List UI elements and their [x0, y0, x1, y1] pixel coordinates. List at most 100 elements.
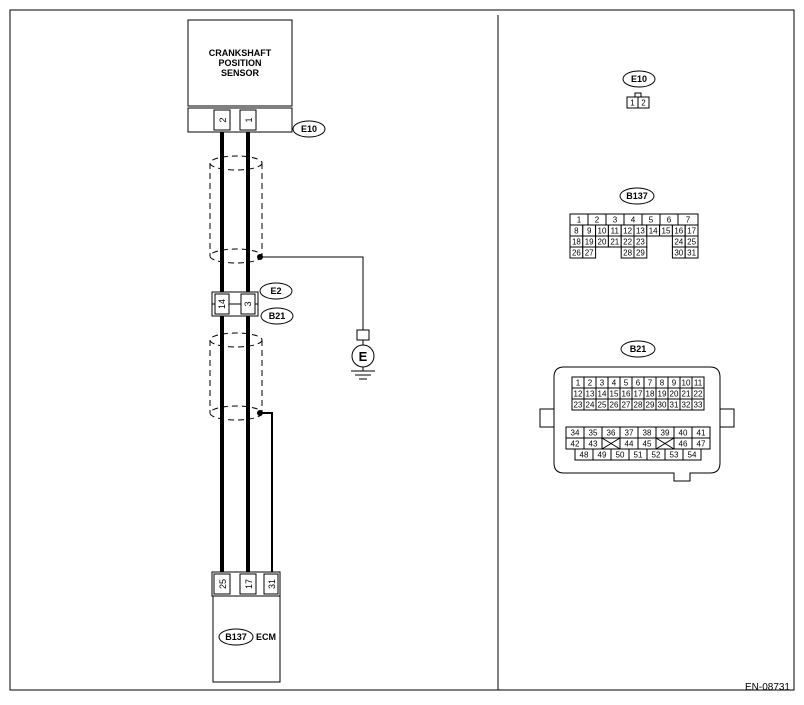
ecm-pin-label: 25: [218, 579, 228, 589]
pin-number: 2: [595, 216, 600, 225]
pin-number: 8: [660, 379, 665, 388]
pin-number: 15: [662, 227, 671, 236]
pin-number: 24: [674, 238, 683, 247]
pin-number: 7: [648, 379, 653, 388]
sensor-pin-label: 2: [218, 117, 228, 122]
pin-number: 18: [646, 390, 655, 399]
pin-number: 20: [670, 390, 679, 399]
pin-number: 30: [674, 249, 683, 258]
pin-number: 25: [598, 401, 607, 410]
pin-number: 31: [670, 401, 679, 410]
pin-number: 1: [576, 379, 581, 388]
pin-number: 21: [682, 390, 691, 399]
pin-number: 40: [679, 429, 688, 438]
pin-number: 15: [610, 390, 619, 399]
pin-number: 8: [574, 227, 579, 236]
reference-code: EN-08731: [745, 682, 790, 693]
pin-cell: [637, 96, 650, 109]
pin-number: 11: [694, 379, 703, 388]
pin-number: 6: [667, 216, 672, 225]
connector-tag-e10-label: E10: [301, 124, 317, 134]
connector-tag-e2: [259, 282, 293, 300]
pin-cell: [582, 246, 597, 259]
pin-number: 49: [598, 451, 607, 460]
pin-number: 30: [658, 401, 667, 410]
pin-number: 29: [636, 249, 645, 258]
pin-number: 38: [643, 429, 652, 438]
sensor-pin-cell: [213, 109, 231, 131]
pin-number: 47: [697, 440, 706, 449]
pin-number: 12: [574, 390, 583, 399]
pin-number: 14: [649, 227, 658, 236]
pin-number: 39: [661, 429, 670, 438]
pin-number: 9: [587, 227, 592, 236]
pin-number: 3: [613, 216, 618, 225]
ecm-label: ECM: [256, 632, 276, 642]
pin-number: 7: [686, 216, 691, 225]
sensor-title-line-2: POSITION: [218, 58, 261, 68]
pin-number: 27: [585, 249, 594, 258]
pin-number: 27: [622, 401, 631, 410]
connector-tag-e2-label: E2: [270, 286, 281, 296]
pin-number: 31: [687, 249, 696, 258]
intermediate-pin-label: 14: [217, 299, 227, 309]
pin-number: 14: [598, 390, 607, 399]
pin-number: 2: [641, 99, 646, 108]
pin-number: 25: [687, 238, 696, 247]
view-tag-e10: [622, 70, 656, 88]
shield-lower: [209, 332, 263, 421]
pin-number: 10: [682, 379, 691, 388]
pin-number: 43: [589, 440, 598, 449]
view-tag-e10-label: E10: [631, 74, 647, 84]
pin-number: 4: [612, 379, 617, 388]
pin-number: 22: [623, 238, 632, 247]
pin-number: 24: [586, 401, 595, 410]
connector-tag-b21: [260, 307, 294, 325]
connector-tag-b21-label: B21: [269, 311, 286, 321]
connector-tag-b137: [218, 628, 254, 646]
pin-number: 45: [643, 440, 652, 449]
ecm-pin-label: 31: [267, 579, 277, 589]
connector-tag-e10: [292, 120, 326, 138]
pin-number: 23: [574, 401, 583, 410]
pin-number: 28: [623, 249, 632, 258]
pin-number: 33: [694, 401, 703, 410]
pin-number: 5: [649, 216, 654, 225]
pin-number: 41: [697, 429, 706, 438]
pin-number: 50: [616, 451, 625, 460]
pin-number: 53: [670, 451, 679, 460]
view-tag-b137-label: B137: [626, 191, 648, 201]
blank-pin-cross: [601, 437, 621, 450]
shield-drain-wire: [260, 412, 273, 572]
pin-number: 6: [636, 379, 641, 388]
pin-number: 54: [688, 451, 697, 460]
blank-pin-cross: [655, 437, 675, 450]
pin-number: 1: [630, 99, 635, 108]
pin-number: 46: [679, 440, 688, 449]
pin-number: 2: [588, 379, 593, 388]
pin-cell: [633, 246, 648, 259]
pin-number: 32: [682, 401, 691, 410]
pin-number: 20: [598, 238, 607, 247]
shield-upper: [209, 155, 263, 264]
sensor-pin-cell: [239, 109, 257, 131]
pin-number: 34: [571, 429, 580, 438]
pin-number: 11: [611, 227, 620, 236]
pin-number: 17: [687, 227, 696, 236]
pin-cell: [684, 246, 699, 259]
pin-number: 22: [694, 390, 703, 399]
pin-number: 23: [636, 238, 645, 247]
pin-number: 26: [572, 249, 581, 258]
pin-number: 19: [658, 390, 667, 399]
pin-number: 51: [634, 451, 643, 460]
view-tag-b137: [619, 187, 655, 205]
pin-number: 1: [577, 216, 582, 225]
pin-cell: [682, 448, 702, 461]
pin-number: 17: [634, 390, 643, 399]
pin-number: 36: [607, 429, 616, 438]
sensor-pin-label: 1: [244, 117, 254, 122]
pin-number: 16: [622, 390, 631, 399]
